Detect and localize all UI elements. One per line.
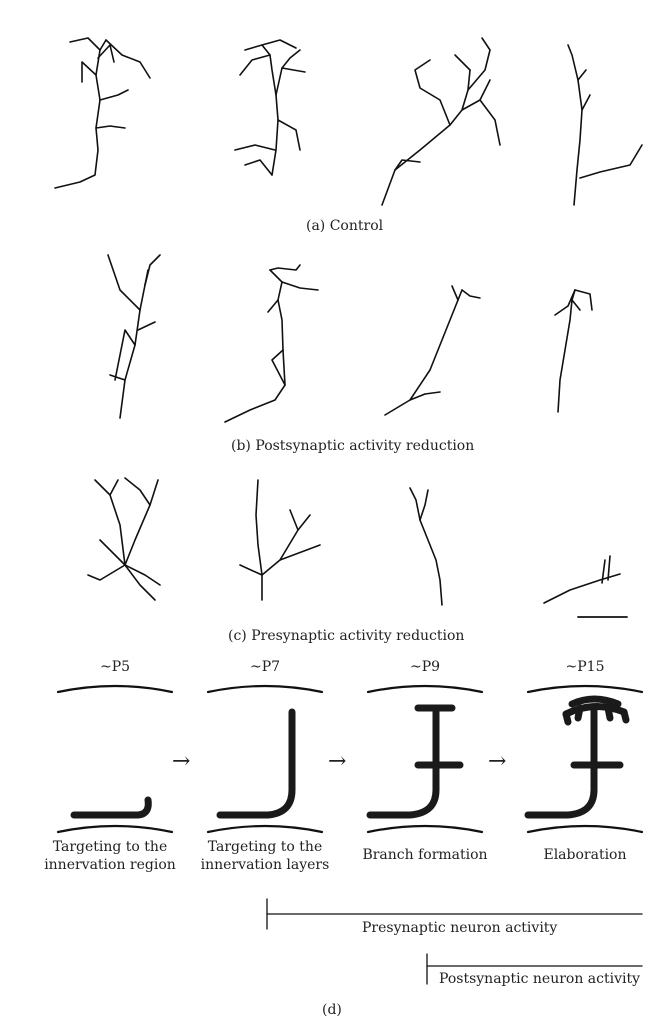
stage-label-line1: Targeting to the bbox=[52, 839, 168, 855]
timeline-label-presynaptic: Presynaptic neuron activity bbox=[362, 920, 558, 936]
neuron-tracing-c2 bbox=[239, 479, 321, 601]
neuron-tracing-a2 bbox=[234, 39, 306, 176]
timeline-presynaptic bbox=[266, 898, 643, 930]
neuron-tracing-c4 bbox=[543, 555, 621, 604]
caption-d: (d) bbox=[322, 1002, 342, 1018]
timeline-label-postsynaptic: Postsynaptic neuron activity bbox=[439, 971, 641, 987]
axon-stage-p15 bbox=[524, 695, 630, 819]
axon-stage-p9 bbox=[366, 704, 464, 819]
caption-a: (a) Control bbox=[306, 218, 384, 234]
neuron-tracing-b2 bbox=[224, 264, 319, 423]
neuron-tracing-b4 bbox=[554, 289, 593, 413]
layer-boundaries bbox=[56, 684, 644, 834]
stage-label-line2: innervation region bbox=[44, 857, 176, 873]
axon-stage-p5 bbox=[70, 796, 152, 819]
stage-label-p5: Targeting to the innervation region bbox=[30, 838, 190, 874]
axon-stage-p7 bbox=[216, 708, 296, 819]
neuron-tracing-b3 bbox=[384, 285, 481, 416]
stage-label-line1: Targeting to the bbox=[207, 839, 323, 855]
stage-label-p7: Targeting to the innervation layers bbox=[185, 838, 345, 874]
stage-age-p9: ~P9 bbox=[409, 659, 441, 675]
neuron-tracing-a4 bbox=[567, 44, 643, 206]
neuron-tracing-c1 bbox=[87, 477, 161, 601]
neuron-tracing-c3 bbox=[409, 487, 443, 606]
timeline-postsynaptic bbox=[426, 953, 643, 985]
stage-label-line1: Branch formation bbox=[362, 847, 488, 863]
caption-c: (c) Presynaptic activity reduction bbox=[228, 628, 465, 644]
stage-label-p9: Branch formation bbox=[345, 846, 505, 864]
neuron-tracing-b1 bbox=[107, 254, 161, 419]
stage-label-line2: innervation layers bbox=[200, 857, 330, 873]
arrow-icon: → bbox=[172, 749, 191, 774]
stage-label-line1: Elaboration bbox=[543, 847, 627, 863]
arrow-icon: → bbox=[488, 749, 507, 774]
stage-age-p5: ~P5 bbox=[99, 659, 131, 675]
caption-b: (b) Postsynaptic activity reduction bbox=[231, 438, 475, 454]
stage-age-p15: ~P15 bbox=[565, 659, 605, 675]
arrow-icon: → bbox=[328, 749, 347, 774]
stage-age-p7: ~P7 bbox=[249, 659, 281, 675]
stage-label-p15: Elaboration bbox=[505, 846, 660, 864]
neuron-tracing-a1 bbox=[54, 37, 151, 189]
neuron-tracing-a3 bbox=[381, 37, 501, 206]
